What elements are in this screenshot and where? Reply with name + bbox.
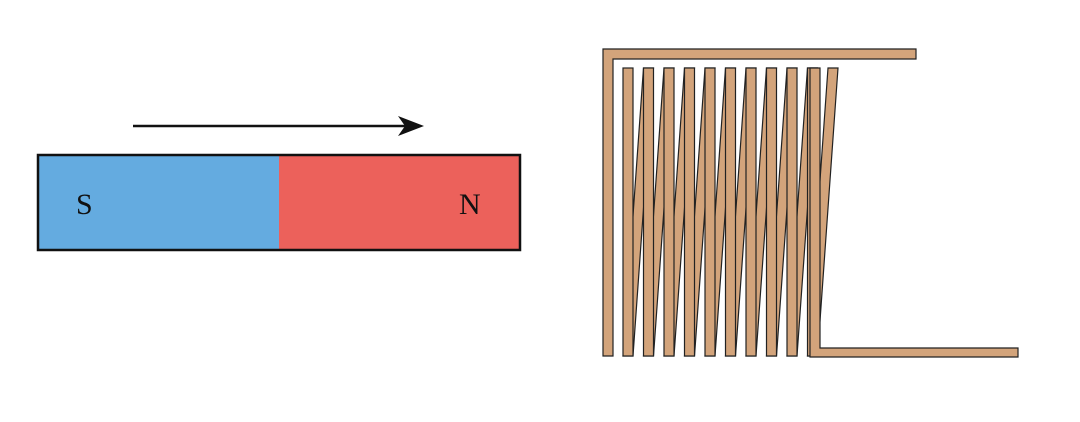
coil-top-lead [602,48,917,357]
coil-winding [745,67,757,357]
coil-winding [786,67,798,357]
bar-magnet: S N [36,153,522,252]
magnet-north-half [279,155,520,250]
coil-winding [642,67,655,357]
north-pole-label: N [459,188,481,221]
coil-bottom-lead [809,67,1019,358]
wire-coil [602,48,1019,358]
magnet-south-half [38,155,279,250]
motion-arrow [133,116,424,136]
coil-winding [622,67,634,357]
magnet-outline [36,153,522,252]
coil-winding [724,67,737,357]
south-pole-label: S [76,188,93,221]
coil-winding [683,67,696,357]
motion-arrow-head [398,116,424,136]
coil-winding [663,67,675,357]
coil-winding [765,67,778,357]
coil-winding [704,67,716,357]
